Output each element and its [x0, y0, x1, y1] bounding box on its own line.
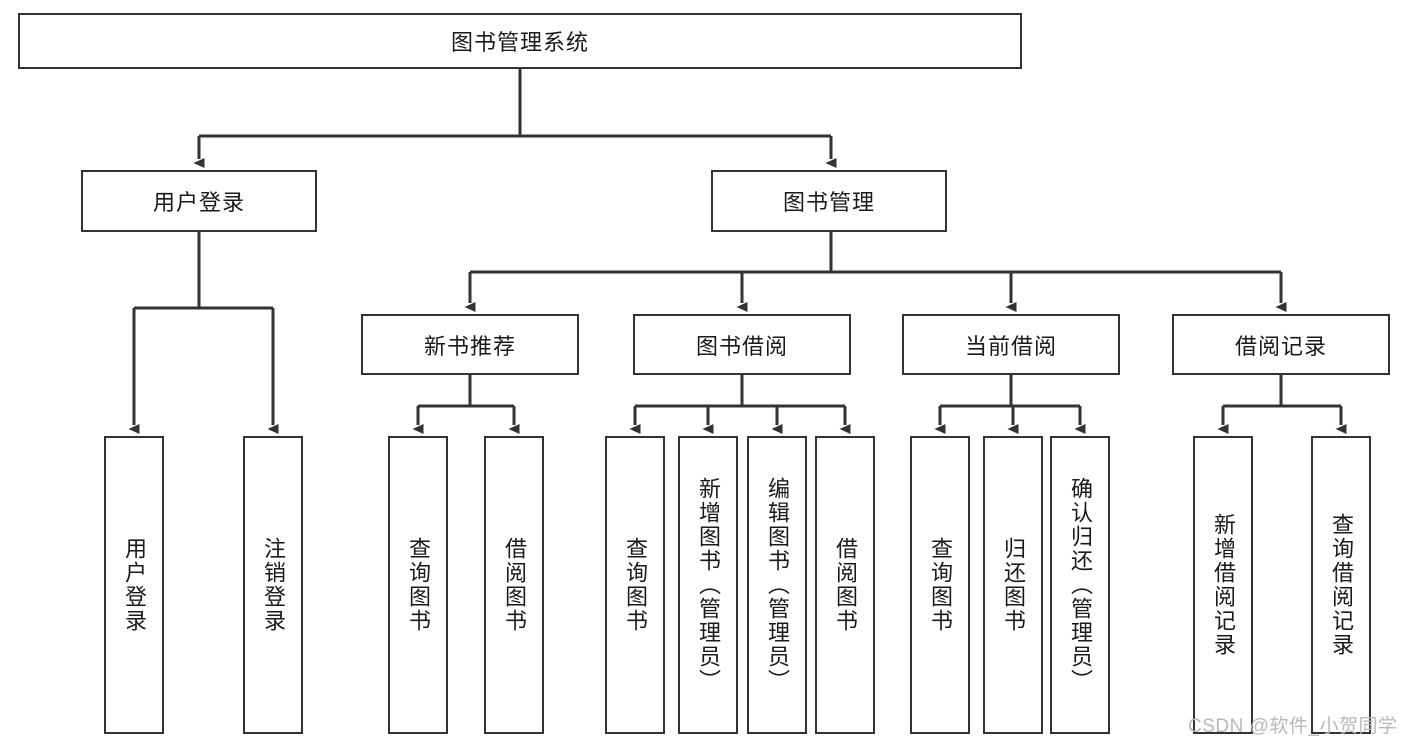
node-book-borrow[interactable]: 图书借阅 — [633, 314, 851, 375]
node-current-borrow[interactable]: 当前借阅 — [902, 314, 1120, 375]
node-leaf-cur-return-book[interactable]: 归还图书 — [983, 436, 1043, 734]
edge-group-root — [193, 69, 837, 168]
node-book-manage[interactable]: 图书管理 — [711, 170, 947, 232]
node-leaf-bor-borrow-book[interactable]: 借阅图书 — [815, 436, 875, 734]
edge-group-book-manage — [464, 232, 1287, 312]
node-leaf-rec-query-record[interactable]: 查询借阅记录 — [1311, 436, 1371, 734]
edge-group-user-login — [128, 232, 279, 434]
edge-group-borrow-record — [1217, 375, 1347, 434]
node-leaf-user-login[interactable]: 用户登录 — [104, 436, 164, 734]
edge-group-current-borrow — [934, 375, 1086, 434]
node-new-book-rec[interactable]: 新书推荐 — [361, 314, 579, 375]
node-leaf-rec-borrow-book[interactable]: 借阅图书 — [484, 436, 544, 734]
node-leaf-cur-confirm[interactable]: 确认归还（管理员） — [1050, 436, 1110, 734]
edge-group-new-book-rec — [412, 375, 520, 434]
edge-group-book-borrow — [629, 375, 851, 434]
node-leaf-cur-query-book[interactable]: 查询图书 — [910, 436, 970, 734]
node-leaf-bor-add-book[interactable]: 新增图书（管理员） — [678, 436, 738, 734]
node-leaf-bor-query-book[interactable]: 查询图书 — [605, 436, 665, 734]
node-leaf-user-logout[interactable]: 注销登录 — [243, 436, 303, 734]
csdn-watermark: CSDN @软件_小贺同学 — [1188, 716, 1398, 737]
node-borrow-record[interactable]: 借阅记录 — [1172, 314, 1390, 375]
node-user-login[interactable]: 用户登录 — [81, 170, 317, 232]
node-leaf-rec-query-book[interactable]: 查询图书 — [388, 436, 448, 734]
node-root[interactable]: 图书管理系统 — [18, 13, 1022, 69]
node-leaf-rec-add-record[interactable]: 新增借阅记录 — [1193, 436, 1253, 734]
node-leaf-bor-edit-book[interactable]: 编辑图书（管理员） — [747, 436, 807, 734]
